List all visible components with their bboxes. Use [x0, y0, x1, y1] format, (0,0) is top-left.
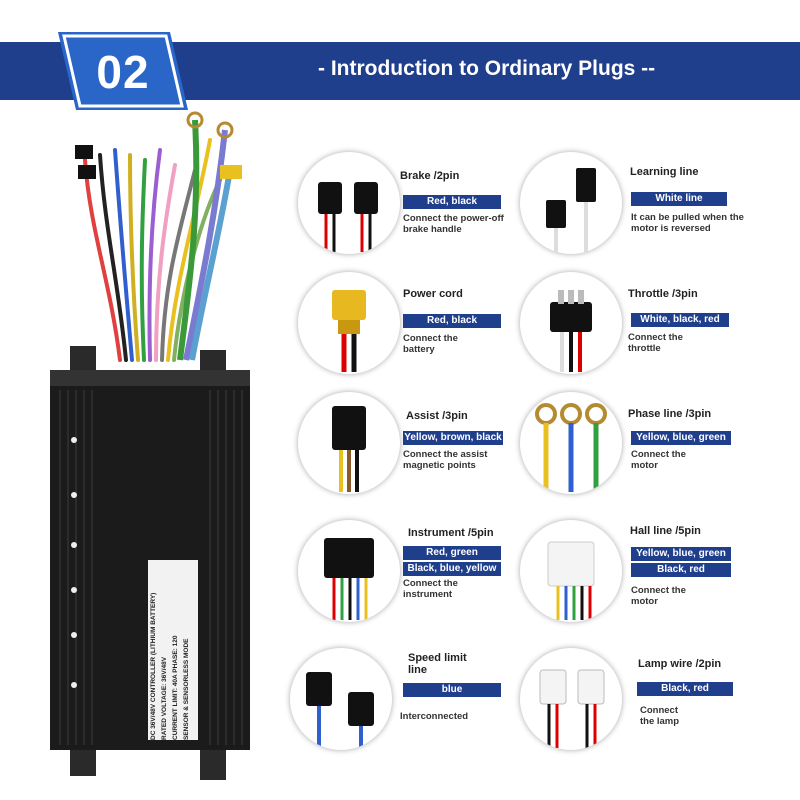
- controller-label: DC 36V/48V CONTROLLER (LITHIUM BATTERY) …: [148, 560, 198, 740]
- plug-description: Connect the power-off brake handle: [403, 213, 504, 235]
- plug-description: Interconnected: [400, 711, 469, 722]
- section-number: 02: [96, 46, 150, 98]
- label-line-4: SENSOR & SENSORLESS MODE: [183, 638, 190, 741]
- wire-color-bar: Yellow, brown, black: [403, 431, 503, 445]
- wire-color-bar: Red, green: [403, 546, 501, 560]
- plug-title: Phase line /3pin: [628, 408, 712, 420]
- plug-title: Instrument /5pin: [408, 527, 494, 539]
- lamp-plug-icon: [520, 648, 622, 750]
- hall-plug-icon: [520, 520, 622, 622]
- plug-title: Learning line: [630, 166, 699, 178]
- plug-description: Connect the instrument: [403, 578, 458, 600]
- plug-description: Connect the assist magnetic points: [403, 449, 488, 471]
- phase-terminals-icon: [520, 392, 622, 494]
- section-number-badge: [58, 32, 188, 110]
- plug-description: Connect the battery: [403, 333, 458, 355]
- plug-title: Hall line /5pin: [630, 525, 701, 537]
- plug-title: Power cord: [403, 288, 463, 300]
- plug-description: Connect the lamp: [640, 705, 680, 727]
- plug-title: Speed limit line: [408, 652, 467, 676]
- plug-description: It can be pulled when the motor is rever…: [631, 212, 744, 234]
- wire-color-bar: White line: [631, 192, 727, 206]
- controller-image: [50, 111, 250, 780]
- label-line-3: CURRENT LIMIT: 40A PHASE: 120: [172, 635, 179, 741]
- wire-color-bar: blue: [403, 683, 501, 697]
- power-plug-icon: [298, 272, 400, 374]
- wire-color-bar: Red, black: [403, 195, 501, 209]
- wire-color-bar: White, black, red: [631, 313, 729, 327]
- label-line-1: DC 36V/48V CONTROLLER (LITHIUM BATTERY): [150, 592, 157, 740]
- instrument-plug-icon: [298, 520, 400, 622]
- wire-color-bar: Red, black: [403, 314, 501, 328]
- plug-description: Connect the motor: [631, 585, 686, 607]
- plug-title: Assist /3pin: [406, 410, 468, 422]
- assist-plug-icon: [298, 392, 400, 494]
- page-title: - Introduction to Ordinary Plugs --: [318, 57, 656, 80]
- plug-title: Lamp wire /2pin: [638, 658, 722, 670]
- learning-plug-icon: [520, 152, 622, 254]
- throttle-plug-icon: [520, 272, 622, 374]
- wire-color-bar: Black, red: [631, 563, 731, 577]
- plug-title: Brake /2pin: [400, 170, 460, 182]
- wire-color-bar: Black, blue, yellow: [403, 562, 501, 576]
- plug-description: Connect the throttle: [628, 332, 683, 354]
- speed-limit-plug-icon: [290, 648, 392, 750]
- plug-description: Connect the motor: [631, 449, 686, 471]
- wire-color-bar: Yellow, blue, green: [631, 547, 731, 561]
- brake-plug-icon: [298, 152, 400, 254]
- wire-color-bar: Black, red: [637, 682, 733, 696]
- label-line-2: RATED VOLTAGE: 36V/48V: [161, 656, 168, 740]
- plug-title: Throttle /3pin: [628, 288, 698, 300]
- wire-color-bar: Yellow, blue, green: [631, 431, 731, 445]
